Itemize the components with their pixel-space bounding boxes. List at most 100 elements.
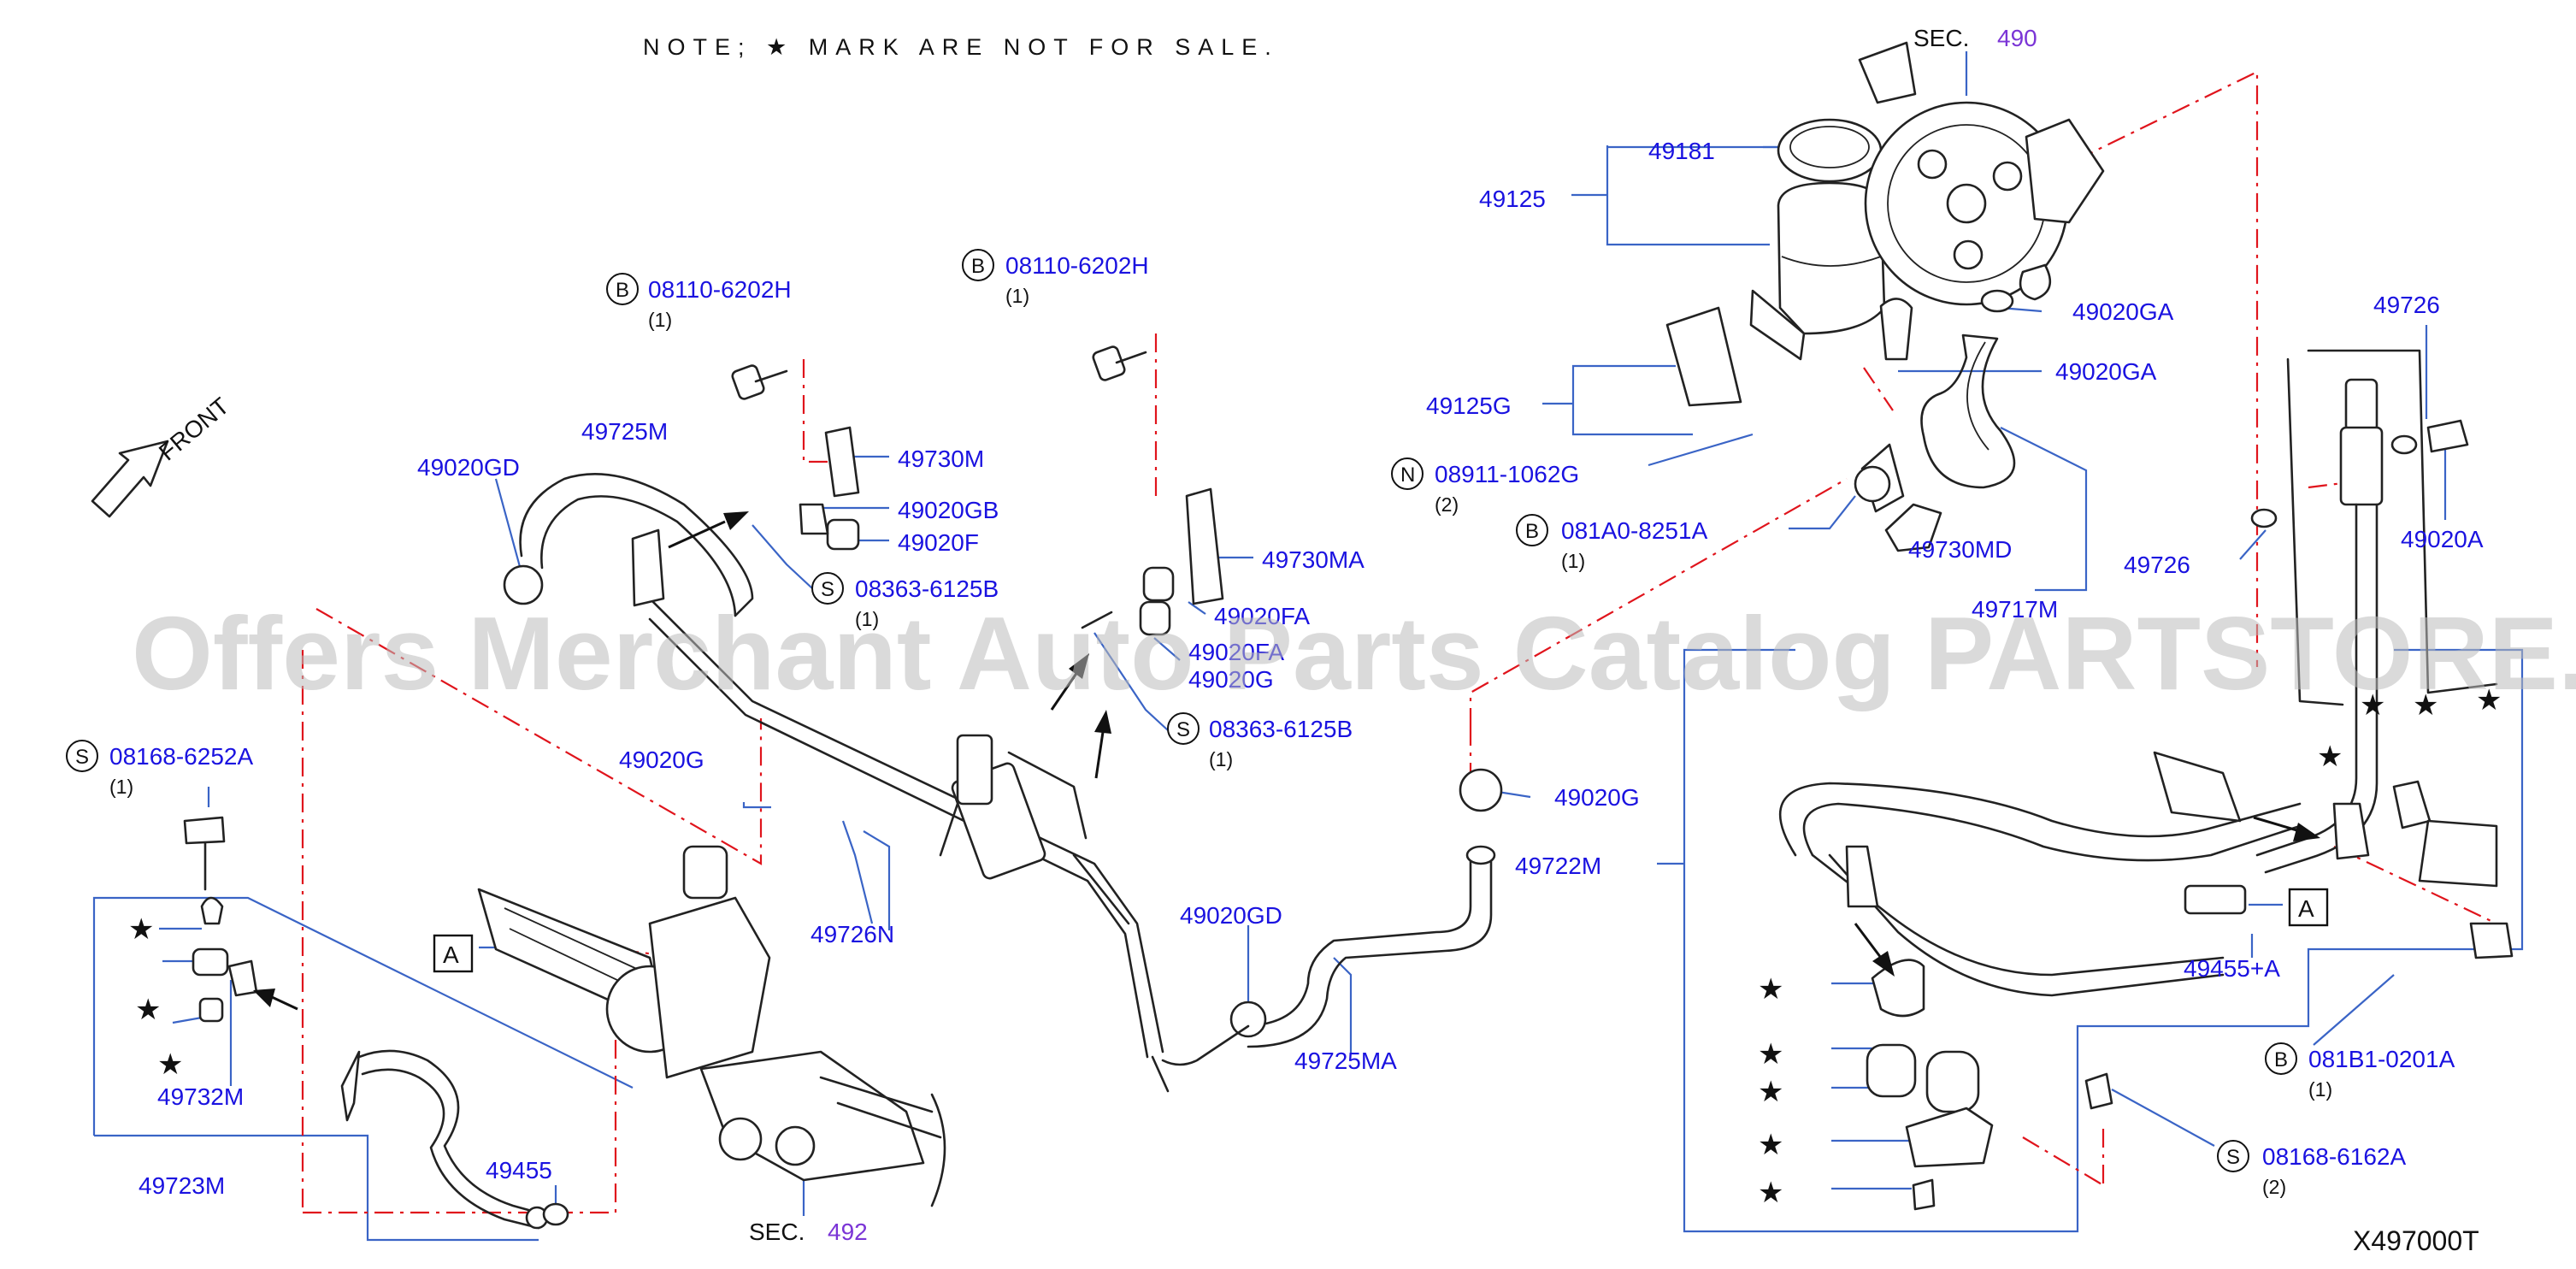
star-icon: ★ xyxy=(2413,688,2438,723)
label-49020GA-upper[interactable]: 49020GA xyxy=(2072,298,2174,325)
not-for-sale-stars: ★ ★ ★ ★ ★ ★ ★ ★ ★ ★ ★ ★ xyxy=(128,683,2502,1210)
label-49020FA-lower[interactable]: 49020FA xyxy=(1188,639,1284,665)
callout-part[interactable]: 08110-6202H xyxy=(648,276,792,303)
callout-code: N xyxy=(1400,463,1415,487)
star-icon: ★ xyxy=(1758,1075,1783,1109)
section-number[interactable]: 490 xyxy=(1997,25,2037,51)
part-labels: 49181 49125 49020GA 49020GA 49125G 49730… xyxy=(139,138,2484,1199)
label-49020A[interactable]: 49020A xyxy=(2401,526,2484,552)
label-49726N[interactable]: 49726N xyxy=(811,921,894,947)
section-ref-490[interactable]: SEC. 490 xyxy=(1913,25,2037,51)
label-49020GD-lower[interactable]: 49020GD xyxy=(1180,902,1282,929)
section-ref-492[interactable]: SEC. 492 xyxy=(749,1219,868,1245)
callout-qty: (1) xyxy=(1005,285,1029,307)
callout-081B1-0201A[interactable]: B 081B1-0201A (1) xyxy=(2265,1042,2455,1101)
section-number[interactable]: 492 xyxy=(828,1219,868,1245)
label-49455-plus-A[interactable]: 49455+A xyxy=(2184,955,2280,982)
front-label: FRONT xyxy=(154,393,234,466)
callout-08363-top[interactable]: S 08363-6125B (1) xyxy=(811,572,999,630)
callout-08110-left[interactable]: B 08110-6202H (1) xyxy=(606,273,792,331)
callout-code: B xyxy=(2274,1048,2288,1071)
callout-08110-centre[interactable]: B 08110-6202H (1) xyxy=(962,249,1149,307)
callout-code: B xyxy=(971,255,985,278)
label-49020GB[interactable]: 49020GB xyxy=(898,497,999,523)
star-icon: ★ xyxy=(2360,688,2385,723)
return-hose-top xyxy=(503,473,754,617)
pressure-hose-centre xyxy=(1229,768,1503,1048)
pump-reservoir-assembly xyxy=(1665,41,2105,407)
direction-arrows xyxy=(253,511,2320,1011)
callout-08363-centre[interactable]: S 08363-6125B (1) xyxy=(1167,712,1353,770)
callout-part[interactable]: 08363-6125B xyxy=(1209,716,1353,742)
star-icon: ★ xyxy=(1758,1128,1783,1162)
label-49730MD[interactable]: 49730MD xyxy=(1908,536,2012,563)
callout-08168-6162A[interactable]: S 08168-6162A (2) xyxy=(2217,1140,2406,1198)
star-icon: ★ xyxy=(157,1048,183,1082)
steering-gear xyxy=(477,845,946,1207)
star-icon: ★ xyxy=(2476,683,2502,717)
watermark-text: Offers Merchant Auto Parts Catalog PARTS… xyxy=(132,595,2576,711)
callout-part[interactable]: 081B1-0201A xyxy=(2308,1046,2455,1072)
callout-08168-6252A[interactable]: S 08168-6252A (1) xyxy=(66,740,253,798)
callout-part[interactable]: 08110-6202H xyxy=(1005,252,1149,279)
callout-qty: (1) xyxy=(1209,748,1233,770)
callout-081A0-8251A[interactable]: B 081A0-8251A (1) xyxy=(1516,514,1708,572)
hose-lower xyxy=(1151,1024,1250,1093)
label-49020F[interactable]: 49020F xyxy=(898,529,979,556)
star-icon: ★ xyxy=(1758,1037,1783,1071)
label-49726-top[interactable]: 49726 xyxy=(2373,292,2440,318)
callout-part[interactable]: 08911-1062G xyxy=(1435,461,1579,487)
bolts-brackets-top xyxy=(731,345,1224,636)
label-49020GD-top[interactable]: 49020GD xyxy=(417,454,520,481)
right-detail-parts xyxy=(1866,780,2514,1211)
label-49455[interactable]: 49455 xyxy=(486,1157,552,1183)
star-icon: ★ xyxy=(128,912,154,947)
callout-code: B xyxy=(616,279,629,302)
star-icon: ★ xyxy=(2317,740,2343,774)
label-49020GA-lower[interactable]: 49020GA xyxy=(2055,358,2157,385)
callout-qty: (1) xyxy=(2308,1078,2332,1101)
leader-lines xyxy=(92,51,2524,1242)
label-49730M[interactable]: 49730M xyxy=(898,446,984,472)
label-49722M[interactable]: 49722M xyxy=(1515,853,1601,879)
ref-box-right: A xyxy=(2288,888,2329,927)
label-49723M[interactable]: 49723M xyxy=(139,1172,225,1199)
label-49125[interactable]: 49125 xyxy=(1479,186,1546,212)
callout-qty: (1) xyxy=(109,776,133,798)
ref-box-right-label: A xyxy=(2298,895,2314,922)
callout-part[interactable]: 08168-6252A xyxy=(109,743,253,770)
star-icon: ★ xyxy=(1758,1176,1783,1210)
diagram-code: X497000T xyxy=(2353,1225,2479,1256)
callout-part[interactable]: 08168-6162A xyxy=(2262,1143,2406,1170)
label-49717M[interactable]: 49717M xyxy=(1972,596,2058,623)
label-49020FA-upper[interactable]: 49020FA xyxy=(1214,603,1310,629)
cooler-tubes-centre xyxy=(648,597,1164,1059)
star-icon: ★ xyxy=(135,993,161,1027)
label-49020G-overlap[interactable]: 49020G xyxy=(1188,666,1274,693)
section-prefix: SEC. xyxy=(749,1219,805,1245)
callout-part[interactable]: 081A0-8251A xyxy=(1561,517,1708,544)
callout-qty: (1) xyxy=(648,309,672,331)
label-49725M[interactable]: 49725M xyxy=(581,418,668,445)
callout-code: S xyxy=(1176,718,1190,741)
label-49730MA[interactable]: 49730MA xyxy=(1262,546,1365,573)
section-prefix: SEC. xyxy=(1913,25,1969,51)
cooler-loop-right xyxy=(1778,751,2302,997)
callout-code: S xyxy=(821,578,834,601)
label-49020G-right[interactable]: 49020G xyxy=(1554,784,1640,811)
left-hose-assembly xyxy=(183,816,569,1230)
label-49181[interactable]: 49181 xyxy=(1648,138,1715,164)
callout-part[interactable]: 08363-6125B xyxy=(855,575,999,602)
label-49732M[interactable]: 49732M xyxy=(157,1083,244,1110)
label-49125G[interactable]: 49125G xyxy=(1426,393,1512,419)
label-49725MA[interactable]: 49725MA xyxy=(1294,1048,1397,1074)
callout-qty: (1) xyxy=(855,608,879,630)
label-49020G-left[interactable]: 49020G xyxy=(619,747,704,773)
suction-hose xyxy=(1854,333,2016,552)
pressure-line-right xyxy=(2250,349,2498,874)
front-arrow: FRONT xyxy=(91,393,234,518)
label-49726-mid[interactable]: 49726 xyxy=(2124,552,2190,578)
callout-qty: (1) xyxy=(1561,550,1585,572)
callout-08911-1062G[interactable]: N 08911-1062G (2) xyxy=(1391,457,1579,516)
